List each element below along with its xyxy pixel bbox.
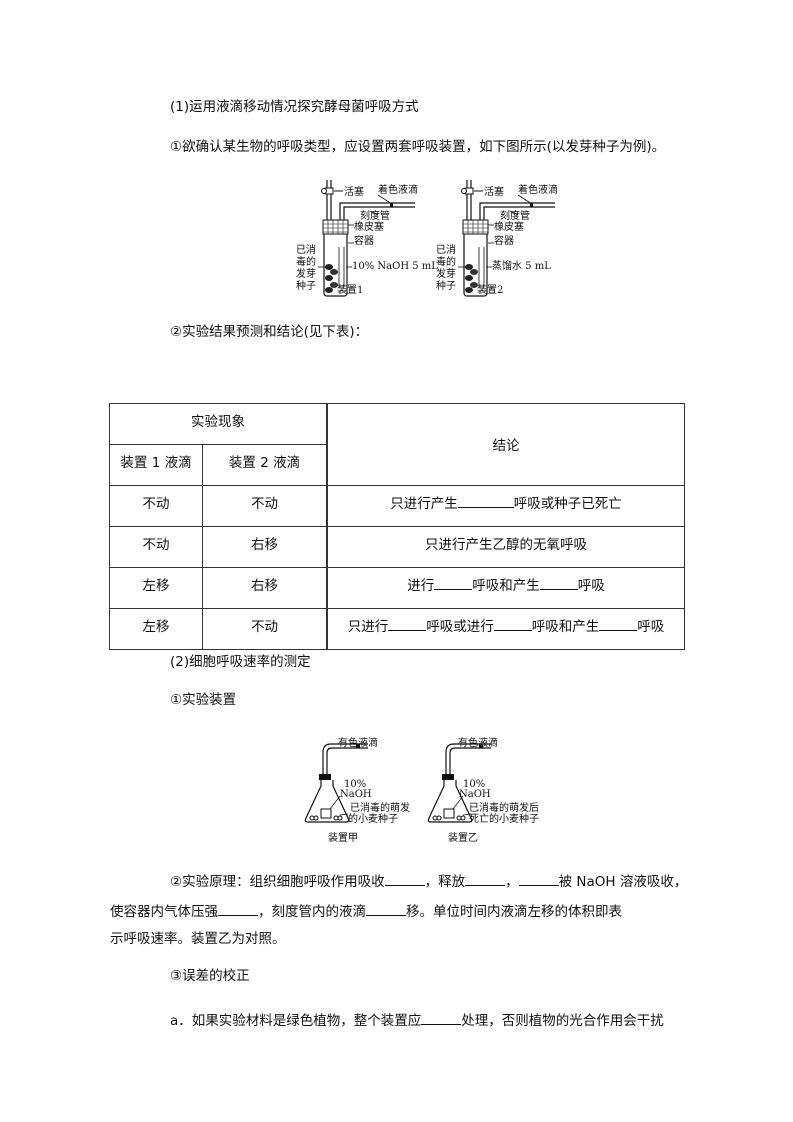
answer-blank[interactable] [218, 901, 258, 916]
device1-caption: 装置1 [337, 283, 363, 296]
answer-blank[interactable] [599, 616, 638, 631]
device-jia-diagram: 有色液滴 10% NaOH 已消毒的萌发 的小麦种子 装置甲 [304, 736, 410, 844]
svg-text:的小麦种子: 的小麦种子 [348, 812, 398, 825]
answer-blank[interactable] [518, 871, 559, 886]
solution-label: 10% NaOH 5 mL [352, 261, 438, 272]
svg-text:死亡的小麦种子: 死亡的小麦种子 [469, 812, 539, 825]
answer-blank[interactable] [366, 901, 406, 916]
table-row: 左移 不动 只进行呼吸或进行呼吸和产生呼吸 [109, 608, 685, 650]
svg-text:种子: 种子 [436, 279, 456, 292]
conclusion-cell: 进行呼吸和产生呼吸 [326, 567, 685, 609]
svg-text:橡皮塞: 橡皮塞 [494, 220, 524, 233]
svg-text:10%: 10% [344, 779, 366, 790]
answer-blank[interactable] [384, 871, 425, 886]
section1-heading: (1)运用液滴移动情况探究酵母菌呼吸方式 [170, 99, 419, 115]
answer-blank[interactable] [388, 616, 427, 631]
svg-text:已消: 已消 [436, 243, 456, 256]
svg-text:已消: 已消 [296, 243, 316, 256]
colored-droplet-label: 着色液滴 [378, 183, 418, 196]
answer-blank[interactable] [457, 493, 514, 508]
container-label: 容器 [354, 234, 374, 247]
section2-item3: ③误差的校正 [170, 968, 250, 984]
device-yi-diagram: 有色液滴 10% NaOH 已消毒的萌发后 死亡的小麦种子 装置乙 [427, 736, 539, 844]
device-yi-caption: 装置乙 [448, 831, 478, 844]
section2-item1: ①实验装置 [170, 692, 237, 708]
svg-text:刻度管: 刻度管 [500, 209, 530, 222]
section1-item1: ①欲确认某生物的呼吸类型，应设置两套呼吸装置，如下图所示(以发芽种子为例)。 [170, 139, 666, 155]
conclusion-cell: 只进行产生乙醇的无氧呼吸 [326, 526, 685, 568]
svg-text:已消毒的萌发后: 已消毒的萌发后 [469, 801, 539, 814]
droplet-label-jia: 有色液滴 [338, 736, 378, 749]
header-conclusion: 结论 [326, 403, 685, 486]
svg-text:发芽: 发芽 [296, 267, 316, 280]
svg-text:种子: 种子 [296, 279, 316, 292]
svg-text:发芽: 发芽 [436, 267, 456, 280]
rubber-stopper-label: 橡皮塞 [354, 220, 384, 233]
principle-line3: 示呼吸速率。装置乙为对照。 [110, 931, 286, 947]
conclusion-cell: 只进行产生呼吸或种子已死亡 [326, 485, 685, 527]
svg-text:着色液滴: 着色液滴 [518, 183, 558, 196]
respiration-devices-figure: 活塞 着色液滴 刻度管 橡皮塞 容器 10% NaOH 5 mL 已消 毒的 发… [296, 180, 558, 297]
svg-text:活塞: 活塞 [484, 185, 504, 198]
answer-blank[interactable] [493, 616, 532, 631]
answer-blank[interactable] [434, 575, 473, 590]
principle-line1: ②实验原理：组织细胞呼吸作用吸收，释放，被 NaOH 溶液吸收， [170, 871, 687, 892]
device-jia-caption: 装置甲 [328, 831, 358, 844]
section1-item2: ②实验结果预测和结论(见下表)： [170, 324, 369, 340]
stopcock-label: 活塞 [344, 185, 364, 198]
header-phenomenon: 实验现象 [109, 403, 328, 445]
svg-text:毒的: 毒的 [436, 255, 456, 268]
svg-text:NaOH: NaOH [340, 789, 372, 800]
svg-text:毒的: 毒的 [296, 255, 316, 268]
results-table: 实验现象 结论 装置 1 液滴 装置 2 液滴 不动 不动 只进行产生呼吸或种子… [109, 403, 685, 650]
answer-blank[interactable] [421, 1010, 462, 1025]
svg-text:NaOH: NaOH [459, 789, 491, 800]
section2-item3a: a．如果实验材料是绿色植物，整个装置应处理，否则植物的光合作用会干扰 [170, 1010, 664, 1031]
device2-caption: 装置2 [477, 283, 503, 296]
table-row: 不动 右移 只进行产生乙醇的无氧呼吸 [109, 526, 685, 568]
svg-text:已消毒的萌发: 已消毒的萌发 [350, 801, 410, 814]
answer-blank[interactable] [465, 871, 506, 886]
respiration-rate-figure: 有色液滴 10% NaOH 已消毒的萌发 的小麦种子 装置甲 有色液滴 10% … [304, 736, 539, 844]
subheader-device1: 装置 1 液滴 [109, 444, 203, 486]
answer-blank[interactable] [539, 575, 578, 590]
conclusion-cell: 只进行呼吸或进行呼吸和产生呼吸 [326, 608, 685, 650]
svg-text:10%: 10% [463, 779, 485, 790]
table-row: 不动 不动 只进行产生呼吸或种子已死亡 [109, 485, 685, 527]
device2-diagram: 活塞 着色液滴 刻度管 橡皮塞 容器 蒸馏水 5 mL 已消 毒的 发芽 种子 … [436, 180, 558, 297]
droplet-label-yi: 有色液滴 [458, 736, 498, 749]
table-row: 左移 右移 进行呼吸和产生呼吸 [109, 567, 685, 609]
device1-diagram: 活塞 着色液滴 刻度管 橡皮塞 容器 10% NaOH 5 mL 已消 毒的 发… [296, 180, 438, 297]
subheader-device2: 装置 2 液滴 [202, 444, 328, 486]
svg-text:蒸馏水 5 mL: 蒸馏水 5 mL [492, 259, 551, 272]
section2-heading: (2)细胞呼吸速率的测定 [170, 654, 311, 670]
principle-line2: 使容器内气体压强，刻度管内的液滴移。单位时间内液滴左移的体积即表 [110, 901, 622, 922]
scale-tube-label: 刻度管 [360, 209, 390, 222]
svg-text:容器: 容器 [494, 234, 514, 247]
